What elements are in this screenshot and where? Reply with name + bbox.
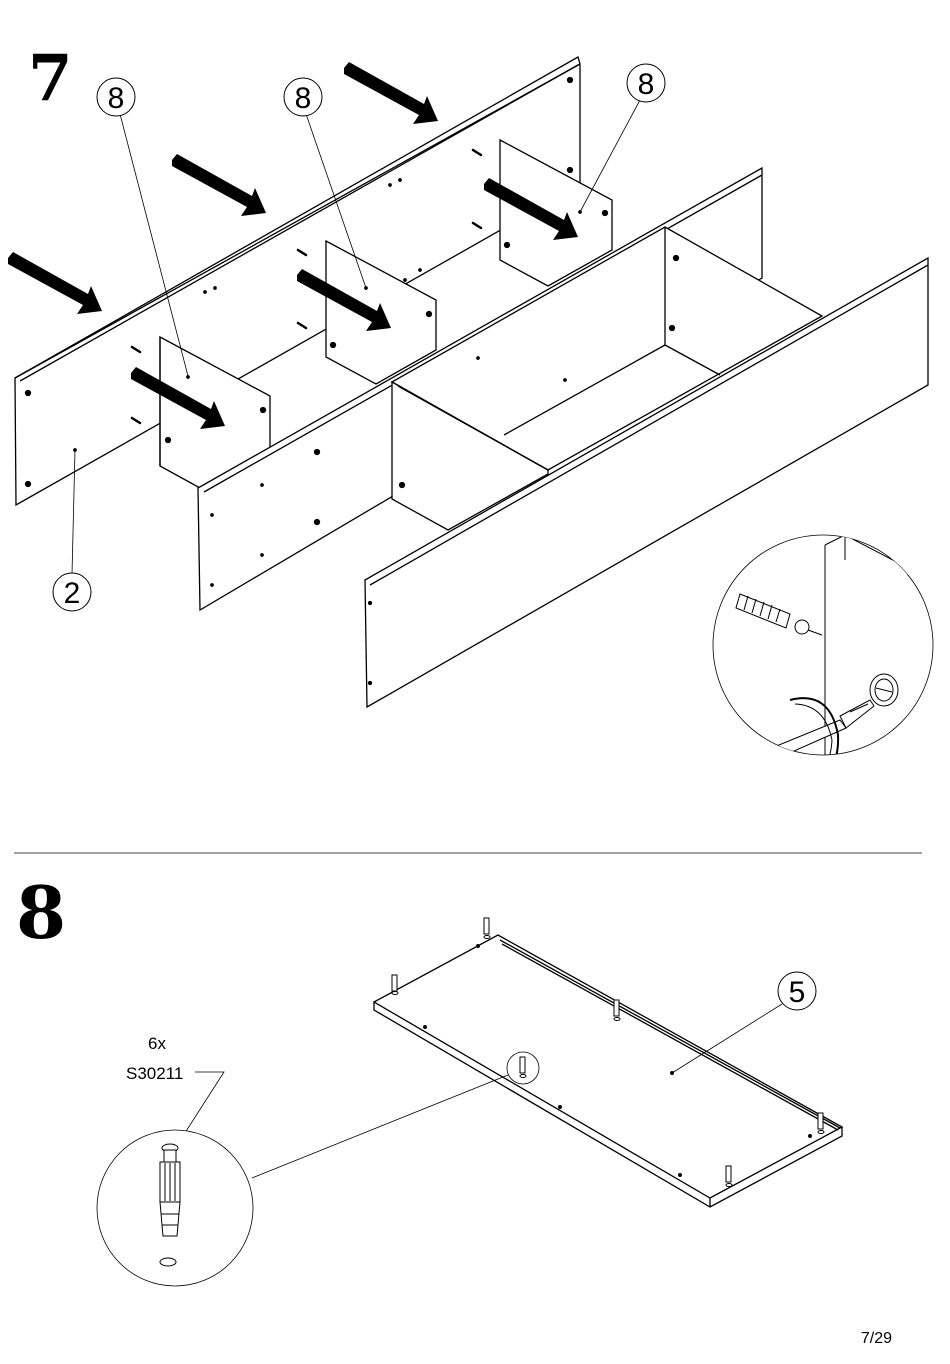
hardware-detail: 6x S30211 — [97, 1034, 253, 1286]
arrow-icon — [8, 252, 102, 314]
bottom-panel — [374, 935, 842, 1207]
svg-text:8: 8 — [638, 68, 655, 101]
step-8-number: 8 — [16, 870, 66, 955]
arrow-icon — [344, 62, 438, 124]
svg-text:2: 2 — [64, 577, 81, 610]
hardware-code: S30211 — [126, 1064, 183, 1083]
svg-text:8: 8 — [295, 82, 312, 115]
detail-leader — [252, 1075, 508, 1178]
svg-text:8: 8 — [108, 82, 125, 115]
dowel-icon — [392, 975, 398, 995]
arrow-icon — [172, 154, 266, 216]
svg-text:5: 5 — [789, 976, 806, 1009]
dowel-icon — [726, 1166, 732, 1187]
dowel-icon — [614, 1000, 620, 1021]
hardware-quantity: 6x — [148, 1034, 166, 1053]
dowel-icon — [818, 1113, 824, 1134]
dowel-icon — [484, 918, 490, 939]
cam-lock-detail — [713, 535, 950, 805]
dowel-icon — [520, 1057, 526, 1078]
step-7-number: 7 — [28, 41, 73, 116]
cam-lock-icon — [870, 674, 898, 706]
page-number: 7/29 — [861, 1330, 892, 1348]
